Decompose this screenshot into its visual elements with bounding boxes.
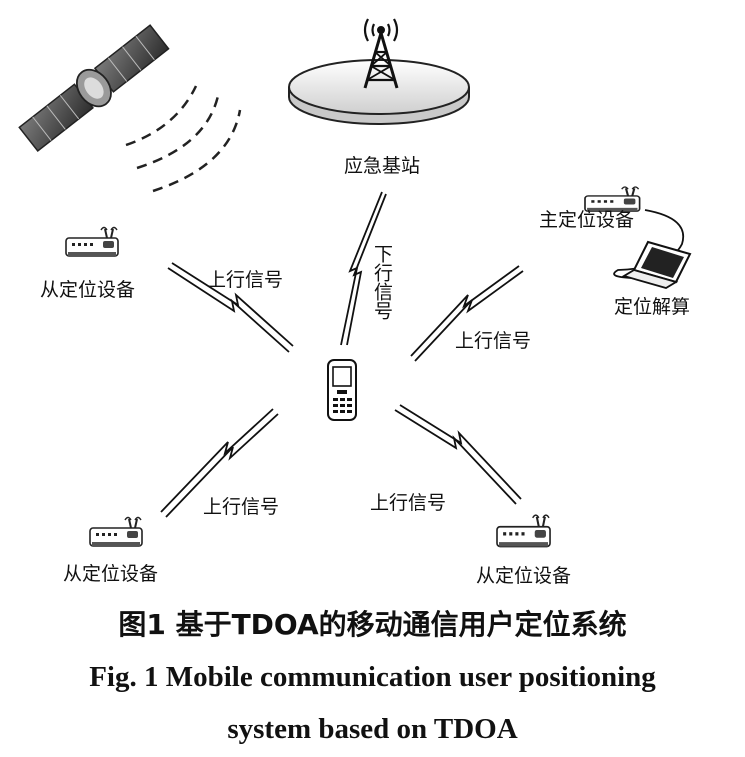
downlink-label: 下行信号 <box>371 244 393 320</box>
signal-bolt-lower-right <box>394 404 522 505</box>
base-station-platform <box>288 59 470 125</box>
signal-bolt-upper-right <box>410 265 524 362</box>
signal-bolt-lower-left <box>160 408 279 518</box>
slave-device-label: 从定位设备 <box>63 563 159 585</box>
master-device-label: 主定位设备 <box>539 209 635 231</box>
slave-device-label: 从定位设备 <box>40 279 136 301</box>
figure-caption-en-line1: Fig. 1 Mobile communication user positio… <box>89 661 656 693</box>
satellite-icon <box>18 24 170 153</box>
uplink-label: 上行信号 <box>207 269 284 291</box>
figure-caption-cn: 图1 基于TDOA的移动通信用户定位系统 <box>118 608 627 641</box>
mobile-phone-icon <box>327 359 357 421</box>
uplink-label: 上行信号 <box>203 496 280 518</box>
slave-device-icon <box>89 516 143 547</box>
figure-caption-en-line2: system based on TDOA <box>227 713 518 745</box>
solver-label: 定位解算 <box>614 296 691 318</box>
laptop-icon <box>621 240 692 289</box>
base-station-label: 应急基站 <box>344 155 421 177</box>
slave-device-icon <box>495 514 552 548</box>
signal-bolt-downlink <box>340 191 387 346</box>
master-device-icon <box>583 185 641 213</box>
slave-device-label: 从定位设备 <box>476 565 572 587</box>
tower-icon <box>363 18 399 89</box>
uplink-label: 上行信号 <box>370 492 447 514</box>
satellite-signal-arcs <box>125 85 242 193</box>
signal-bolt-upper-left <box>167 262 294 353</box>
slave-device-icon <box>65 226 119 257</box>
uplink-label: 上行信号 <box>455 330 532 352</box>
